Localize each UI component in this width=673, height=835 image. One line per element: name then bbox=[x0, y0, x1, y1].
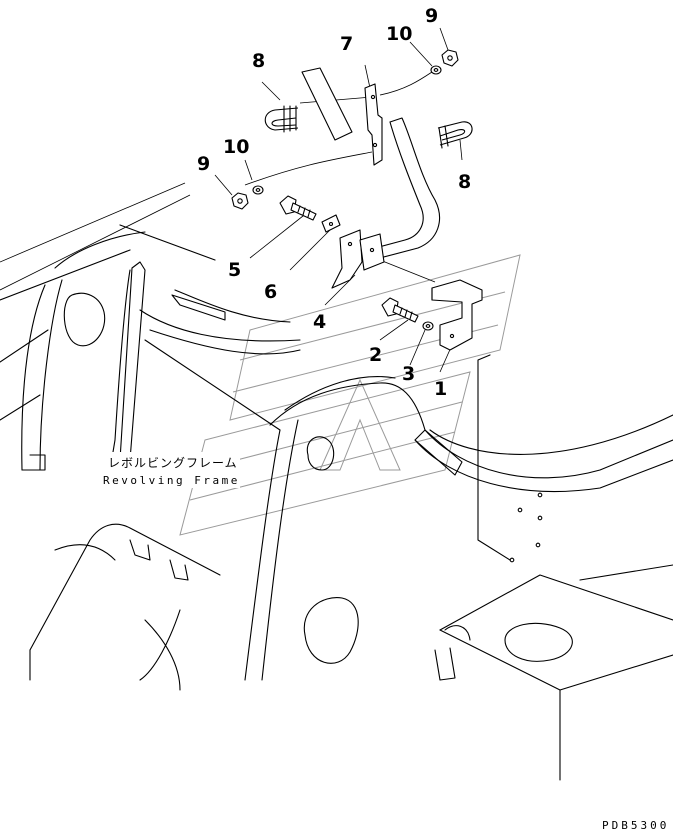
part-8-u-bolt-left bbox=[264, 105, 299, 133]
part-7-clamp-plate bbox=[301, 67, 383, 166]
revolving-frame bbox=[0, 182, 673, 781]
drawing-number: PDB5300 bbox=[602, 819, 669, 832]
callout-6: 6 bbox=[264, 281, 277, 303]
callout-10-top: 10 bbox=[386, 23, 412, 45]
frame-label: レボルビングフレーム Revolving Frame bbox=[100, 452, 240, 488]
part-2-bolt bbox=[381, 297, 419, 323]
frame-label-japanese: レボルビングフレーム bbox=[108, 456, 238, 470]
part-9-nut-top bbox=[441, 49, 459, 67]
callout-8-left: 8 bbox=[252, 50, 265, 72]
frame-label-english: Revolving Frame bbox=[103, 474, 240, 487]
hose-pipe bbox=[374, 117, 441, 259]
part-8-u-bolt-right bbox=[437, 121, 473, 149]
callout-3: 3 bbox=[402, 363, 415, 385]
callout-9-top: 9 bbox=[425, 5, 438, 27]
part-6-plate bbox=[321, 214, 341, 233]
part-5-bolt bbox=[279, 195, 317, 221]
leader-lines bbox=[214, 27, 463, 373]
callout-1: 1 bbox=[434, 378, 447, 400]
callout-10-left: 10 bbox=[223, 136, 249, 158]
part-10-washer-top bbox=[430, 65, 442, 75]
part-3-washer bbox=[422, 321, 434, 331]
part-9-nut-left bbox=[231, 192, 249, 210]
callout-7: 7 bbox=[340, 33, 353, 55]
callout-8-right: 8 bbox=[458, 171, 471, 193]
callout-labels: 1 2 3 4 5 6 7 8 8 9 9 10 10 bbox=[197, 5, 471, 400]
part-10-washer-left bbox=[252, 185, 264, 195]
watermark-logo bbox=[179, 254, 521, 536]
part-4-bracket bbox=[331, 229, 385, 289]
part-1-bracket bbox=[431, 279, 483, 351]
callout-2: 2 bbox=[369, 344, 382, 366]
callout-5: 5 bbox=[228, 259, 241, 281]
callout-4: 4 bbox=[313, 311, 326, 333]
callout-9-left: 9 bbox=[197, 153, 210, 175]
